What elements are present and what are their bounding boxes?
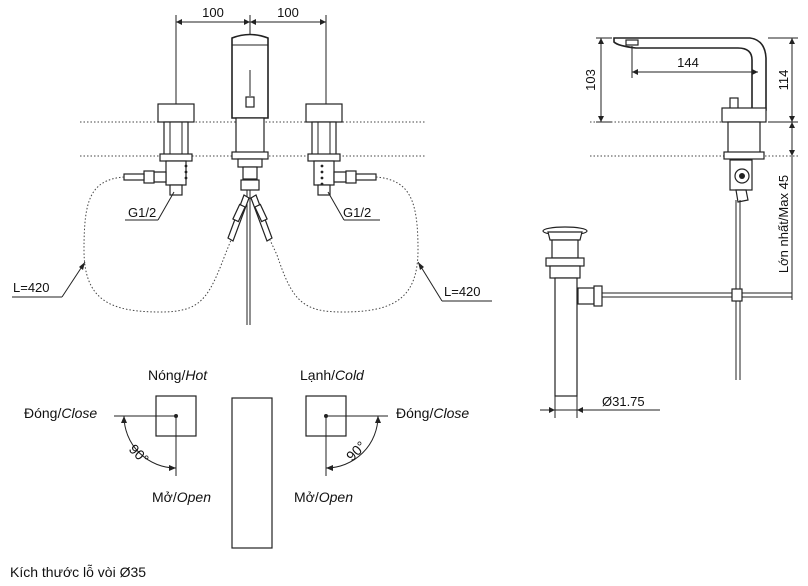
right-thread-callout: G1/2	[327, 191, 380, 221]
right-thread-label: G1/2	[343, 205, 371, 220]
cold-angle: 90°	[343, 438, 369, 464]
right-hose-loop	[269, 176, 419, 313]
left-valve	[123, 103, 195, 196]
handle-operation: Nóng/Hot Đóng/Close 90° Mở/Open Lạnh/Col…	[24, 367, 469, 549]
right-hose-length: L=420	[444, 284, 481, 299]
cold-close-label: Đóng/Close	[396, 405, 469, 421]
left-hose-length: L=420	[13, 280, 50, 295]
side-spout	[613, 37, 767, 111]
right-hose-callout: L=420	[417, 261, 492, 302]
dim-total-height: 114	[776, 70, 791, 91]
side-dimensions: 103 144 114 Lớn nhất/Max 45	[583, 37, 798, 300]
right-valve	[305, 103, 377, 196]
dim-spout-height: 103	[583, 69, 598, 91]
spout-body	[227, 33, 273, 325]
left-thread-callout: G1/2	[125, 191, 175, 221]
cold-open-label: Mở/Open	[294, 489, 353, 505]
pop-up-drain	[542, 226, 792, 397]
spacing-dimension: 100 100	[175, 5, 327, 105]
hole-size-note: Kích thước lỗ vòi Ø35	[10, 564, 146, 580]
dim-drain-diameter: Ø31.75	[602, 394, 645, 409]
dim-spout-reach: 144	[677, 55, 699, 70]
dim-left-spacing: 100	[202, 5, 224, 20]
hot-close-label: Đóng/Close	[24, 405, 97, 421]
hot-angle: 90°	[126, 441, 152, 467]
hot-open-label: Mở/Open	[152, 489, 211, 505]
dim-max-deck: Lớn nhất/Max 45	[776, 175, 791, 273]
left-hose-loop	[83, 176, 232, 313]
cold-label: Lạnh/Cold	[300, 367, 365, 383]
side-view: 103 144 114 Lớn nhất/Max 45	[540, 37, 800, 418]
left-thread-label: G1/2	[128, 205, 156, 220]
drain-diameter-dim: Ø31.75	[540, 394, 660, 418]
front-view: 100 100	[12, 5, 492, 325]
left-hose-callout: L=420	[12, 261, 86, 298]
dim-right-spacing: 100	[277, 5, 299, 20]
hot-label: Nóng/Hot	[148, 367, 208, 383]
spout-top-view	[231, 397, 273, 549]
